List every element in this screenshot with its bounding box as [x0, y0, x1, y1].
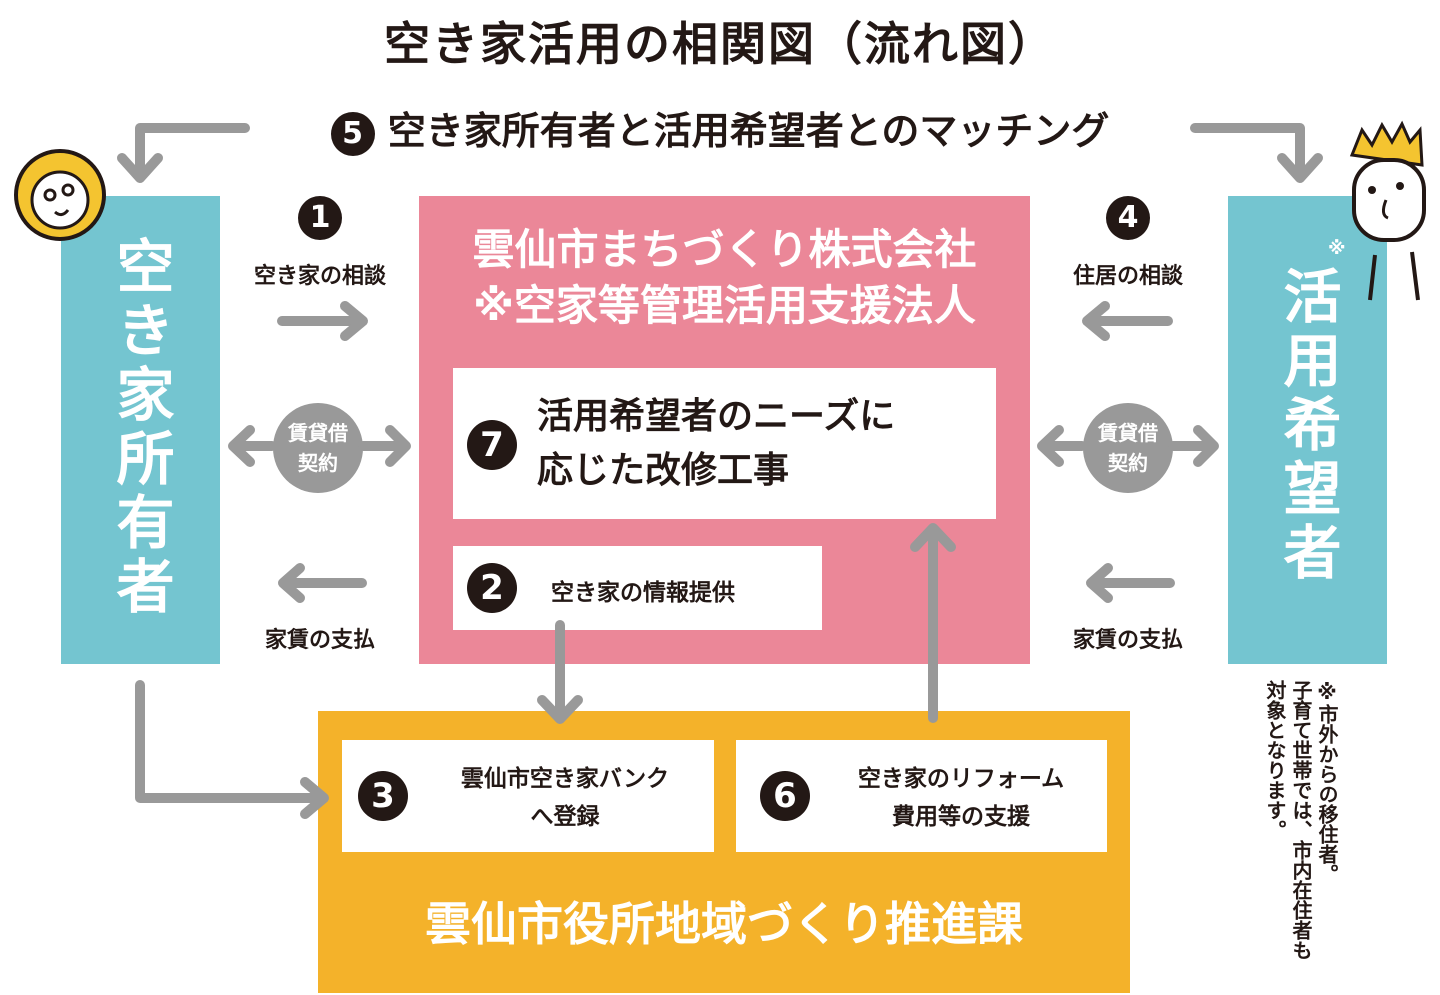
arrow-icon: [228, 425, 411, 467]
matching-text: 空き家所有者と活用希望者とのマッチング: [387, 109, 1110, 153]
step1-label: 空き家の相談: [253, 264, 386, 289]
step4-label: 住居の相談: [1072, 264, 1183, 289]
arrow-icon: [1037, 425, 1219, 467]
company-sub: ※空家等管理活用支援法人: [473, 281, 976, 330]
owner-avatar-icon: [14, 149, 106, 241]
step2-label: 空き家の情報提供: [551, 580, 735, 606]
arrow-icon: [340, 301, 368, 341]
arrow-icon: [1082, 301, 1110, 341]
matching-label: 5 空き家所有者と活用希望者とのマッチング: [0, 100, 1440, 156]
step7-line2: 応じた改修工事: [537, 450, 790, 491]
step-6-badge: 6: [760, 771, 810, 821]
arrow-icon: [1190, 123, 1305, 180]
footnote: ※市外からの移住者。 子育て世帯では、市内在住者も 対象となります。: [1262, 680, 1340, 990]
step-7-badge: 7: [467, 420, 517, 470]
contract-right-line2: 契約: [1108, 451, 1148, 475]
owner-box: 空き家所有者: [61, 196, 220, 664]
step4-group: 4 住居の相談: [1038, 196, 1218, 290]
step3-text: 雲仙市空き家バンク へ登録: [424, 760, 706, 836]
step6-box: 6 空き家のリフォーム 費用等の支援: [736, 740, 1107, 852]
contract-left-badge: 賃貸借契約: [273, 403, 363, 493]
arrow-icon: [910, 523, 956, 552]
step7-line1: 活用希望者のニーズに: [537, 396, 896, 437]
step-4-badge: 4: [1106, 196, 1150, 240]
footnote-line2: 子育て世帯では、市内在住者も: [1289, 680, 1313, 960]
owner-label: 空き家所有者: [106, 236, 175, 620]
step-1-badge: 1: [298, 196, 342, 240]
company-heading: 雲仙市まちづくり株式会社 ※空家等管理活用支援法人: [419, 222, 1030, 334]
arrow-icon: [117, 153, 163, 183]
step6-line1: 空き家のリフォーム: [857, 766, 1065, 792]
applicant-box: ※ 活用希望者: [1228, 196, 1387, 664]
step3-box: 3 雲仙市空き家バンク へ登録: [342, 740, 714, 852]
step-3-badge: 3: [358, 771, 408, 821]
step7-text: 活用希望者のニーズに 応じた改修工事: [537, 390, 895, 498]
arrow-icon: [300, 777, 329, 819]
contract-right-badge: 賃貸借契約: [1083, 403, 1173, 493]
arrow-icon: [135, 680, 327, 803]
step3-line2: へ登録: [530, 804, 600, 830]
arrow-icon: [1277, 153, 1323, 183]
footnote-line1: ※市外からの移住者。: [1315, 680, 1339, 884]
step7-box: 7 活用希望者のニーズに 応じた改修工事: [453, 368, 996, 519]
page-title: 空き家活用の相関図（流れ図）: [384, 17, 1056, 71]
step3-line1: 雲仙市空き家バンク: [460, 766, 670, 792]
contract-left-line2: 契約: [298, 451, 338, 475]
rent-left-label: 家賃の支払: [264, 628, 375, 653]
applicant-label: 活用希望者: [1273, 266, 1342, 586]
step6-line2: 費用等の支援: [892, 804, 1030, 830]
applicant-note-mark: ※: [1328, 238, 1346, 259]
rent-right-label: 家賃の支払: [1072, 628, 1183, 653]
step-2-badge: 2: [467, 563, 517, 613]
step2-box: 2 空き家の情報提供: [453, 546, 822, 630]
contract-left-line1: 賃貸借: [288, 421, 348, 445]
arrow-icon: [278, 563, 305, 603]
company-name: 雲仙市まちづくり株式会社: [472, 225, 977, 274]
arrow-icon: [537, 695, 583, 724]
footnote-line3: 対象となります。: [1263, 680, 1287, 840]
arrow-icon: [135, 123, 250, 180]
step1-group: 1 空き家の相談: [230, 196, 410, 290]
applicant-avatar-icon: [1349, 120, 1426, 301]
step6-text: 空き家のリフォーム 費用等の支援: [826, 760, 1096, 836]
city-name: 雲仙市役所地域づくり推進課: [425, 897, 1023, 951]
contract-right-line1: 賃貸借: [1098, 421, 1158, 445]
step-5-badge: 5: [330, 111, 375, 156]
arrow-icon: [1086, 563, 1113, 603]
